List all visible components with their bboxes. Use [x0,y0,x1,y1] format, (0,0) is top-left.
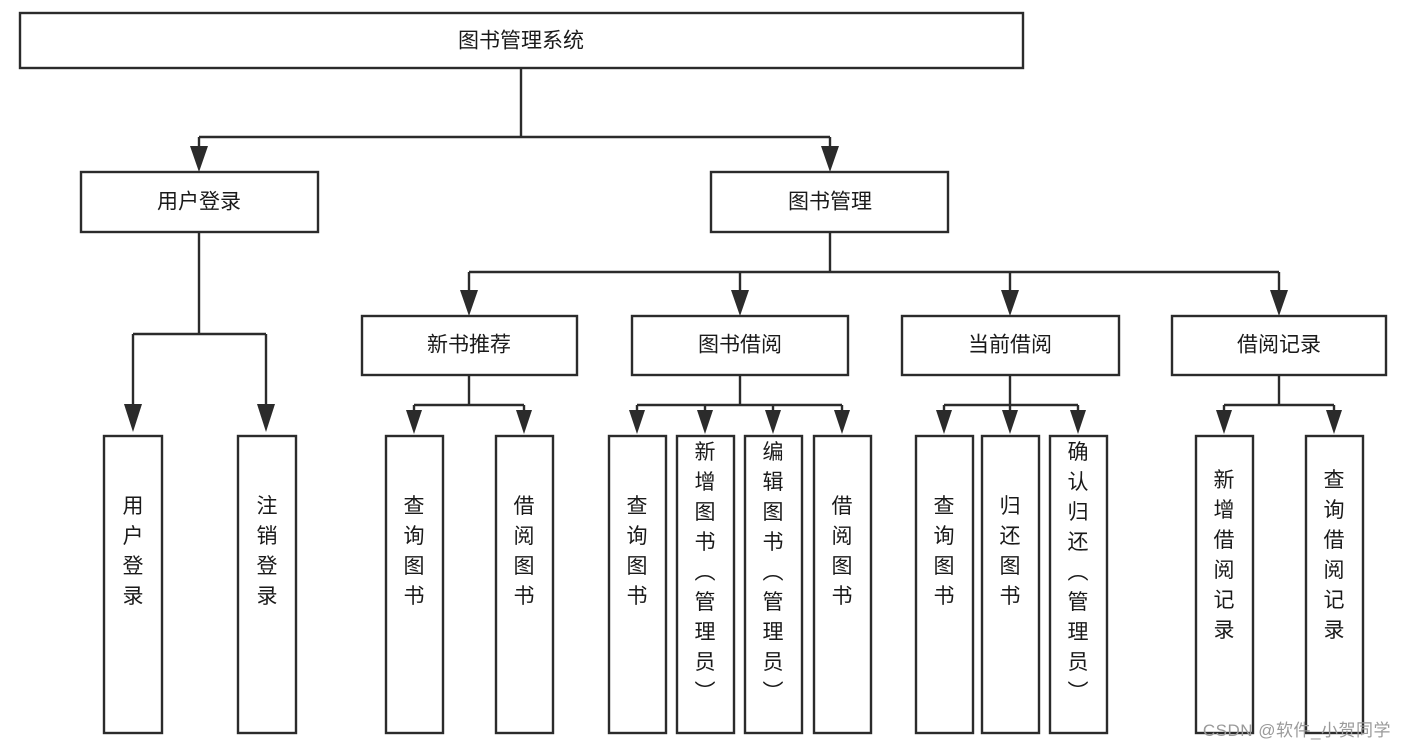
node-new-book-rec-label: 新书推荐 [427,334,511,357]
node-current-borrow-label: 当前借阅 [968,334,1052,357]
node-leaf-user-login-box[interactable] [102,434,164,735]
node-leaf-query-book-3-label: 查询图书 [934,495,955,608]
node-leaf-query-book-2-label: 查询图书 [627,495,648,608]
node-new-book-rec-box[interactable] [360,314,579,377]
connector-group-new-book-rec [406,375,532,434]
node-leaf-query-book-1-box[interactable] [384,434,445,735]
arrowhead-borrow-record [1270,290,1288,316]
node-leaf-add-record[interactable]: 新增借阅记录 [1194,434,1255,735]
node-book-borrow-box[interactable] [630,314,850,377]
arrowhead-leaf-return-book [1002,410,1018,434]
node-leaf-edit-book-box[interactable] [743,434,804,735]
arrowhead-leaf-user-login [124,404,142,432]
node-leaf-user-logout-box[interactable] [236,434,298,735]
node-leaf-borrow-book-2-label: 借阅图书 [832,495,853,608]
node-borrow-record-box[interactable] [1170,314,1388,377]
node-leaf-user-logout-label: 注销登录 [257,495,278,608]
arrowhead-leaf-add-record [1216,410,1232,434]
node-leaf-add-book-label: 新增图书︵管理员︶ [695,441,716,704]
node-leaf-user-login-label: 用户登录 [123,495,144,608]
node-leaf-return-book-box[interactable] [980,434,1041,735]
arrowhead-leaf-confirm-return [1070,410,1086,434]
arrowhead-leaf-query-record [1326,410,1342,434]
node-leaf-return-book[interactable]: 归还图书 [980,434,1041,735]
arrowhead-leaf-query-book-1 [406,410,422,434]
node-book-manage[interactable]: 图书管理 [709,170,950,234]
node-current-borrow-box[interactable] [900,314,1121,377]
node-book-manage-label: 图书管理 [788,191,872,214]
connector-group-root [190,68,839,172]
node-root[interactable]: 图书管理系统 [18,11,1025,70]
node-user-login-box[interactable] [79,170,320,234]
node-leaf-add-book[interactable]: 新增图书︵管理员︶ [675,434,736,735]
node-leaf-query-record-box[interactable] [1304,434,1365,735]
node-leaf-return-book-label: 归还图书 [1000,495,1021,608]
node-leaf-confirm-return-box[interactable] [1048,434,1109,735]
arrowhead-leaf-query-book-3 [936,410,952,434]
node-borrow-record-label: 借阅记录 [1237,334,1321,357]
connector-group-book-manage [460,232,1288,316]
node-leaf-add-record-label: 新增借阅记录 [1214,469,1235,642]
node-leaf-add-book-box[interactable] [675,434,736,735]
node-book-manage-box[interactable] [709,170,950,234]
node-leaf-query-record[interactable]: 查询借阅记录 [1304,434,1365,735]
node-leaf-edit-book[interactable]: 编辑图书︵管理员︶ [743,434,804,735]
arrowhead-leaf-user-logout [257,404,275,432]
node-user-login-label: 用户登录 [157,191,241,214]
arrowhead-leaf-query-book-2 [629,410,645,434]
arrowhead-book-borrow [731,290,749,316]
connector-group-book-borrow [629,375,850,434]
node-leaf-edit-book-label: 编辑图书︵管理员︶ [763,441,784,704]
node-leaf-borrow-book-2-box[interactable] [812,434,873,735]
connector-group-user-login [124,232,275,432]
node-leaf-borrow-book-1[interactable]: 借阅图书 [494,434,555,735]
arrowhead-leaf-add-book [697,410,713,434]
node-leaf-query-record-label: 查询借阅记录 [1324,469,1345,642]
node-leaf-confirm-return-label: 确认归还︵管理员︶ [1068,441,1089,704]
node-leaf-user-logout[interactable]: 注销登录 [236,434,298,735]
connector-group-borrow-record [1216,375,1342,434]
node-new-book-rec[interactable]: 新书推荐 [360,314,579,377]
node-leaf-user-login[interactable]: 用户登录 [102,434,164,735]
node-leaf-query-book-1[interactable]: 查询图书 [384,434,445,735]
node-user-login[interactable]: 用户登录 [79,170,320,234]
node-leaf-confirm-return[interactable]: 确认归还︵管理员︶ [1048,434,1109,735]
node-borrow-record[interactable]: 借阅记录 [1170,314,1388,377]
arrowhead-user-login [190,146,208,172]
arrowhead-current-borrow [1001,290,1019,316]
arrowhead-leaf-borrow-book-1 [516,410,532,434]
node-book-borrow-label: 图书借阅 [698,334,782,357]
node-root-box[interactable] [18,11,1025,70]
arrowhead-leaf-edit-book [765,410,781,434]
node-leaf-query-book-1-label: 查询图书 [404,495,425,608]
arrowhead-leaf-borrow-book-2 [834,410,850,434]
connector-group-current-borrow [936,375,1086,434]
node-leaf-query-book-2-box[interactable] [607,434,668,735]
node-leaf-add-record-box[interactable] [1194,434,1255,735]
arrowhead-new-book-rec [460,290,478,316]
node-leaf-borrow-book-1-box[interactable] [494,434,555,735]
node-leaf-query-book-3-box[interactable] [914,434,975,735]
node-leaf-query-book-2[interactable]: 查询图书 [607,434,668,735]
node-book-borrow[interactable]: 图书借阅 [630,314,850,377]
node-leaf-query-book-3[interactable]: 查询图书 [914,434,975,735]
node-current-borrow[interactable]: 当前借阅 [900,314,1121,377]
node-root-label: 图书管理系统 [458,30,584,53]
node-leaf-borrow-book-2[interactable]: 借阅图书 [812,434,873,735]
node-leaf-borrow-book-1-label: 借阅图书 [514,495,535,608]
arrowhead-book-manage [821,146,839,172]
